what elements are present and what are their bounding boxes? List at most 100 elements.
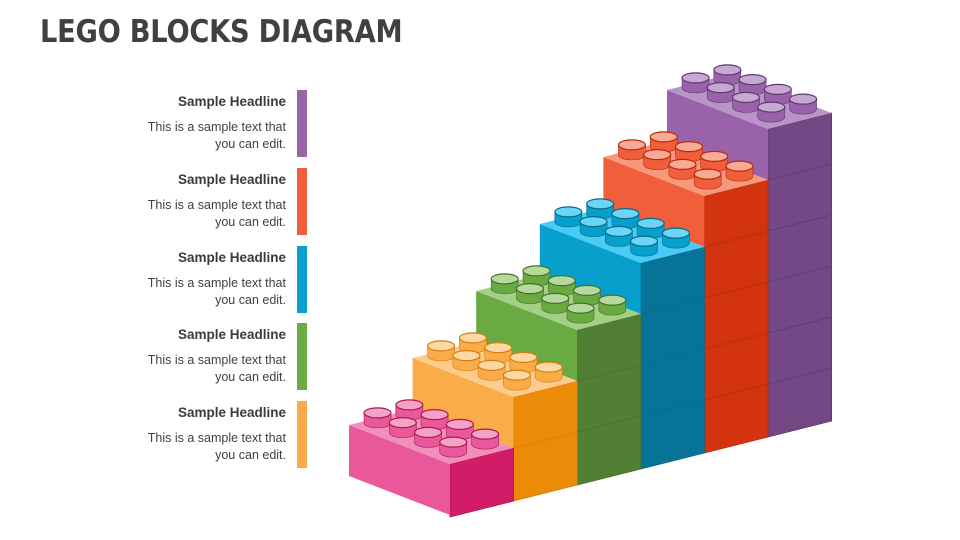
block-seam-line (640, 348, 705, 366)
stud-top (598, 294, 627, 306)
item-text-line: you can edit. (215, 293, 286, 307)
block-front-face-red (603, 157, 705, 247)
stud-top (427, 340, 456, 352)
block-side-face-orange (513, 380, 578, 502)
item-text-line: you can edit. (215, 448, 286, 462)
stud-top (547, 275, 576, 287)
stud-top (674, 141, 704, 153)
block-seam-line (767, 265, 832, 283)
block-front-face-pink (349, 425, 450, 515)
stud-top (534, 361, 563, 373)
legend-item-5: Sample Headline This is a sample text th… (120, 404, 286, 464)
stud-top (509, 351, 538, 363)
block-seam-line (577, 415, 641, 433)
item-headline: Sample Headline (177, 250, 286, 265)
stud-top (788, 93, 818, 105)
item-text-line: This is a sample text that (147, 120, 286, 134)
stud-top (693, 168, 722, 180)
block-front-face-purple (667, 90, 768, 180)
item-text: This is a sample text that you can edit. (120, 119, 286, 153)
item-text: This is a sample text that you can edit. (120, 430, 286, 464)
legend-item-3: Sample Headline This is a sample text th… (120, 249, 286, 309)
block-side-face-red (704, 179, 769, 454)
item-headline: Sample Headline (177, 405, 286, 420)
stud-top (490, 273, 519, 285)
block-seam-line (767, 367, 832, 385)
stud-top (649, 131, 678, 143)
stud-top (763, 83, 792, 95)
legend-item-4: Sample Headline This is a sample text th… (120, 326, 286, 386)
item-headline: Sample Headline (177, 94, 286, 109)
stud-top (554, 206, 583, 218)
stud-top (395, 399, 424, 411)
block-seam-line (704, 383, 769, 401)
block-side-face-blue (640, 246, 705, 470)
block-seam-line (704, 230, 769, 248)
stud-top (706, 82, 735, 94)
stud-top (731, 91, 761, 103)
stud-top (439, 436, 468, 448)
block-seam-line (767, 214, 832, 232)
item-text-line: you can edit. (215, 137, 286, 151)
color-bar-blue (297, 246, 307, 313)
color-bar-orange (297, 401, 307, 468)
stud-top (713, 64, 742, 76)
item-text-line: This is a sample text that (147, 276, 286, 290)
stud-top (617, 139, 647, 151)
stud-top (725, 160, 754, 172)
stud-top (522, 265, 551, 277)
item-text: This is a sample text that you can edit. (120, 275, 286, 309)
item-headline: Sample Headline (177, 327, 286, 342)
stud-top (604, 225, 633, 237)
block-seam-line (704, 332, 769, 350)
block-seam-line (767, 163, 832, 181)
block-seam-line (704, 281, 769, 299)
stud-top (636, 217, 665, 229)
stud-top (445, 418, 474, 430)
block-seam-line (513, 431, 578, 449)
stud-top (452, 350, 481, 362)
stud-top (515, 283, 545, 295)
block-front-face-green (476, 291, 578, 381)
block-front-face-blue (539, 224, 641, 314)
stud-top (586, 198, 615, 210)
block-side-face-purple (767, 112, 832, 438)
page-title: LEGO BLOCKS DIAGRAM (40, 14, 403, 50)
item-text-line: you can edit. (215, 370, 286, 384)
item-text-line: This is a sample text that (147, 431, 286, 445)
color-bar-green (297, 323, 307, 390)
block-seam-line (767, 316, 832, 334)
stud-top (700, 150, 729, 162)
block-front-face-orange (412, 358, 514, 448)
item-headline: Sample Headline (177, 172, 286, 187)
stud-top (629, 235, 659, 247)
stud-top (579, 216, 608, 228)
stud-top (413, 426, 443, 438)
legend-item-1: Sample Headline This is a sample text th… (120, 93, 286, 153)
block-seam-line (640, 399, 705, 417)
block-seam-line (640, 297, 705, 315)
block-seam-line (577, 364, 641, 382)
stud-top (477, 359, 506, 371)
stud-top (566, 302, 595, 314)
stud-top (470, 428, 500, 440)
stud-top (681, 72, 710, 84)
stud-top (572, 284, 602, 296)
item-text-line: This is a sample text that (147, 198, 286, 212)
stud-top (484, 342, 513, 354)
color-bar-red (297, 168, 307, 235)
stud-top (661, 227, 690, 239)
legend-item-2: Sample Headline This is a sample text th… (120, 171, 286, 231)
stud-top (668, 158, 697, 170)
stud-top (502, 369, 531, 381)
stud-top (738, 74, 767, 86)
item-text: This is a sample text that you can edit. (120, 352, 286, 386)
color-bar-purple (297, 90, 307, 157)
stud-top (611, 208, 640, 220)
stud-top (388, 417, 417, 429)
item-text-line: This is a sample text that (147, 353, 286, 367)
stud-top (458, 332, 488, 344)
stud-top (643, 149, 672, 161)
block-side-face-green (576, 313, 642, 486)
